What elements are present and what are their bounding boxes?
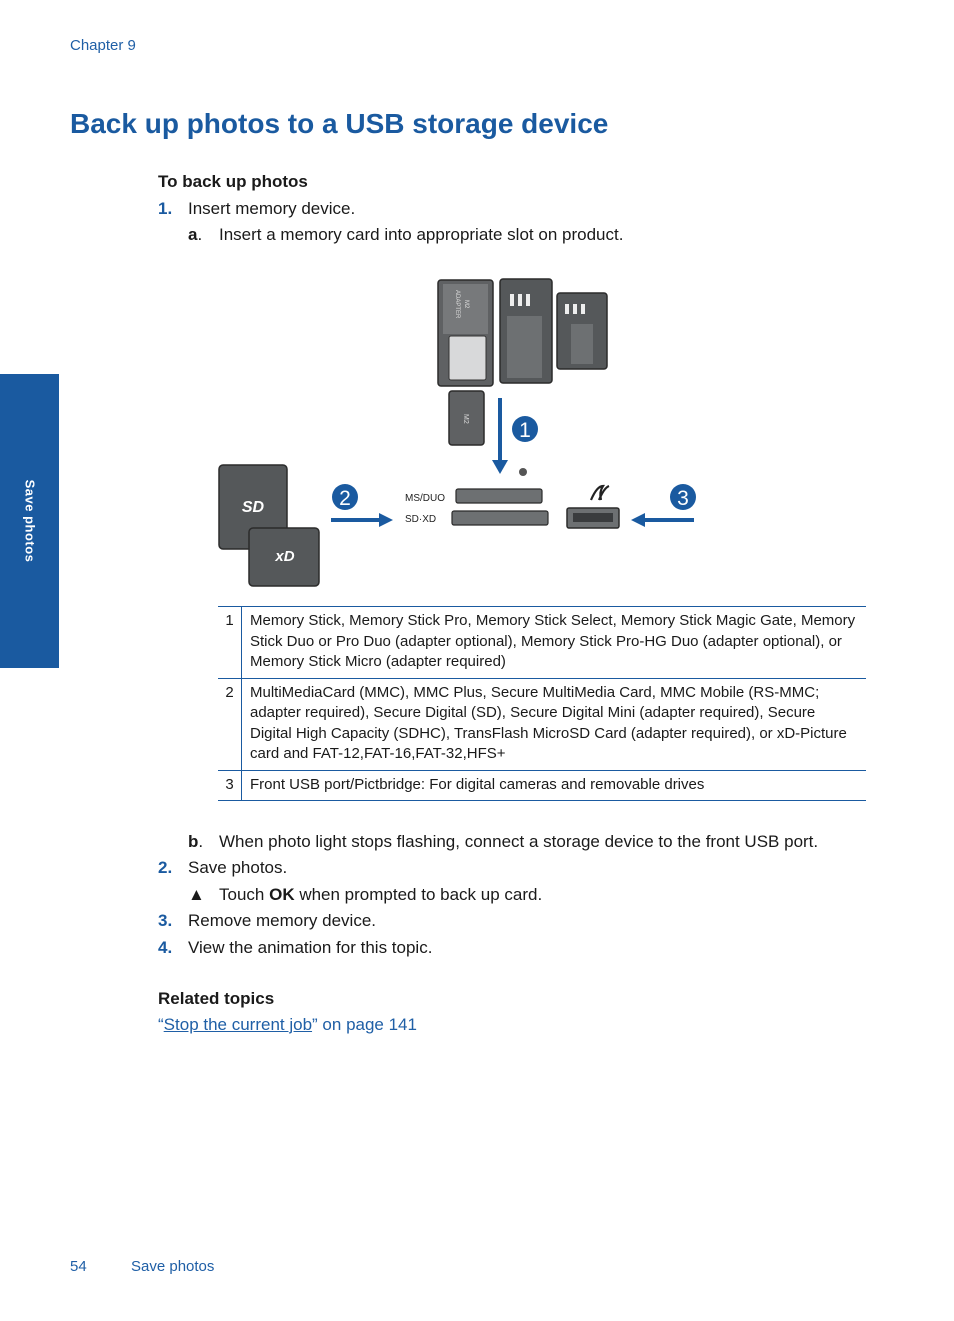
step-4-text: View the animation for this topic. — [188, 938, 433, 957]
step-1b-label: b — [188, 832, 199, 851]
step-1b: b. When photo light stops flashing, conn… — [188, 832, 819, 851]
memory-stick-duo-card — [556, 292, 608, 370]
side-tab: Save photos — [0, 374, 59, 668]
open-quote: “ — [158, 1015, 164, 1034]
m2-micro-card: M2 — [448, 390, 485, 446]
slot-sd-xd-label: SD·XD — [405, 514, 436, 525]
step-1-number: 1. — [158, 199, 173, 218]
step-1a: a. Insert a memory card into appropriate… — [188, 225, 624, 244]
arrow-1-head — [492, 460, 508, 474]
legend-text: Memory Stick, Memory Stick Pro, Memory S… — [241, 606, 866, 679]
photo-light-icon — [519, 468, 527, 476]
triangle-bullet-icon: ▲ — [188, 885, 205, 904]
chapter-header: Chapter 9 — [70, 37, 136, 54]
step-2-bullet-pre: Touch — [219, 885, 270, 904]
usb-port-opening — [573, 513, 613, 522]
card-slot-figure: M2 ADAPTER M2 1 SD xD 2 MS/DUO SD· — [218, 278, 696, 587]
step-1a-text: Insert a memory card into appropriate sl… — [219, 225, 624, 244]
table-row: 1 Memory Stick, Memory Stick Pro, Memory… — [218, 606, 866, 679]
sd-logo: SD — [242, 499, 265, 516]
m2-label: M2 — [462, 414, 469, 424]
slot-ms-duo-label: MS/DUO — [405, 493, 445, 504]
step-2-bullet: ▲ Touch OK when prompted to back up card… — [188, 885, 542, 905]
related-suffix: ” on page 141 — [312, 1015, 417, 1034]
slot-ms-duo — [455, 488, 543, 504]
legend-text: MultiMediaCard (MMC), MMC Plus, Secure M… — [241, 678, 866, 771]
related-topic-item: “Stop the current job” on page 141 — [158, 1015, 417, 1035]
callout-3 — [670, 484, 696, 510]
related-topics-heading: Related topics — [158, 989, 275, 1008]
slot-sd-xd — [451, 510, 549, 526]
table-row: 3 Front USB port/Pictbridge: For digital… — [218, 770, 866, 801]
legend-text: Front USB port/Pictbridge: For digital c… — [241, 770, 866, 801]
xd-logo: xD — [274, 548, 294, 565]
step-1a-label: a — [188, 225, 198, 244]
stop-current-job-link[interactable]: Stop the current job — [163, 1015, 313, 1034]
step-2-number: 2. — [158, 858, 173, 877]
side-tab-label: Save photos — [22, 479, 37, 563]
callout-2-label: 2 — [339, 487, 351, 510]
legend-num: 3 — [218, 770, 242, 801]
adapter-m2-label: M2 — [463, 300, 469, 309]
procedure-heading: To back up photos — [158, 172, 308, 191]
step-3-text: Remove memory device. — [188, 911, 377, 930]
step-3-number: 3. — [158, 911, 173, 930]
step-4-number: 4. — [158, 938, 173, 957]
callout-3-label: 3 — [677, 487, 689, 510]
table-row: 2 MultiMediaCard (MMC), MMC Plus, Secure… — [218, 678, 866, 771]
memory-stick-card — [499, 278, 553, 384]
footer-section: Save photos — [131, 1258, 215, 1275]
callout-legend-table: 1 Memory Stick, Memory Stick Pro, Memory… — [218, 606, 866, 801]
arrow-3-head — [631, 513, 645, 527]
step-1-text: Insert memory device. — [188, 199, 356, 218]
pictbridge-icon — [589, 484, 610, 501]
step-1b-text: When photo light stops flashing, connect… — [219, 832, 819, 851]
callout-2 — [332, 484, 358, 510]
callout-1-label: 1 — [519, 419, 531, 442]
callout-1 — [512, 416, 538, 442]
footer-page-number: 54 — [70, 1258, 87, 1275]
adapter-label: ADAPTER — [454, 290, 460, 319]
xd-card: xD — [248, 527, 320, 587]
legend-num: 1 — [218, 606, 242, 679]
step-2-text: Save photos. — [188, 858, 288, 877]
page-title: Back up photos to a USB storage device — [70, 108, 609, 139]
arrow-2-head — [379, 513, 393, 527]
ms-adapter-card: M2 ADAPTER — [437, 279, 494, 387]
legend-num: 2 — [218, 678, 242, 771]
step-2-bullet-post: when prompted to back up card. — [294, 885, 543, 904]
ok-label: OK — [269, 885, 295, 904]
